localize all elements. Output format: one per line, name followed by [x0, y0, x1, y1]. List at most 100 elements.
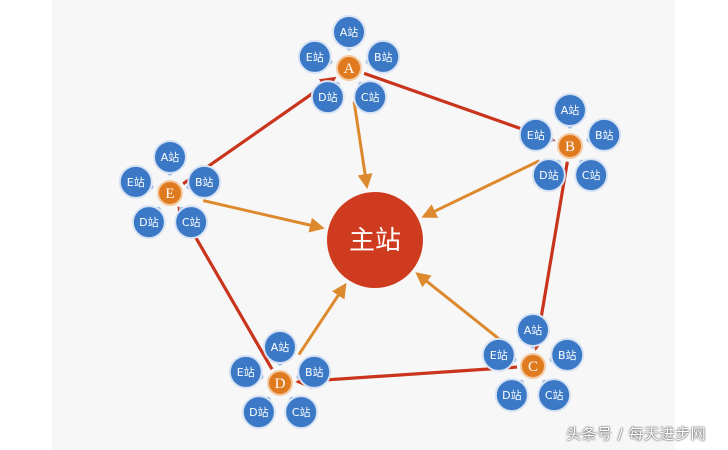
spoke-arrow-c: [415, 272, 508, 346]
sub-site-node: A站: [332, 15, 366, 49]
hub-a-circle: [336, 55, 362, 81]
cluster-d: A站 B站 C站 D站 E站 D: [228, 330, 332, 430]
hub-b-circle: [557, 133, 583, 159]
sub-site-node: C站: [284, 395, 319, 430]
sub-site-circle: [284, 395, 319, 430]
sub-site-node: D站: [310, 80, 345, 115]
main-site-label: 主站: [349, 226, 401, 256]
sub-site-label: A站: [271, 340, 290, 354]
sub-site-circle: [366, 39, 401, 74]
sub-site-label: A站: [524, 323, 543, 337]
cluster-layer: A站 B站 C站 D站 E站 A A站 B站 C站 D站 E站 B A站 B站 C站 D站 E站 C A站 B站 C站 D…: [118, 15, 622, 430]
sub-site-node: C站: [537, 378, 572, 413]
cluster-a: A站 B站 C站 D站 E站 A: [297, 15, 401, 115]
sub-site-node: E站: [297, 39, 332, 74]
sub-site-label: B站: [558, 348, 577, 362]
sub-site-label: E站: [237, 365, 255, 379]
ring-arrow-c-d: [295, 365, 518, 389]
sub-site-circle: [297, 354, 332, 389]
ring-arrow-a-b: [363, 71, 556, 144]
sub-site-circle: [516, 313, 550, 347]
cluster-e: A站 B站 C站 D站 E站 E: [118, 140, 222, 240]
sub-site-node: D站: [241, 395, 276, 430]
main-site-circle: [327, 192, 423, 288]
sub-site-label: E站: [306, 50, 324, 64]
sub-site-node: D站: [131, 205, 166, 240]
sub-site-node: A站: [153, 140, 187, 174]
cluster-b: A站 B站 C站 D站 E站 B: [518, 93, 622, 193]
sub-site-label: C站: [545, 388, 564, 402]
hub-d-label: D: [275, 376, 286, 392]
sub-site-circle: [153, 140, 187, 174]
sub-site-label: D站: [139, 215, 158, 229]
sub-site-circle: [263, 330, 297, 364]
sub-site-circle: [131, 205, 166, 240]
sub-site-label: D站: [318, 90, 337, 104]
hub-c-circle: [520, 353, 546, 379]
sub-site-label: E站: [490, 348, 508, 362]
sub-site-node: A站: [553, 93, 587, 127]
sub-site-label: C站: [582, 168, 601, 182]
spoke-arrow-e: [202, 199, 325, 233]
sub-site-circle: [537, 378, 572, 413]
sub-site-node: C站: [353, 80, 388, 115]
sub-site-node: E站: [518, 117, 553, 152]
sub-site-node: C站: [174, 205, 209, 240]
sub-site-label: A站: [340, 25, 359, 39]
sub-site-circle: [531, 158, 566, 193]
sub-site-circle: [310, 80, 345, 115]
sub-site-label: D站: [502, 388, 521, 402]
sub-site-circle: [494, 378, 529, 413]
sub-site-label: B站: [374, 50, 393, 64]
sub-site-circle: [297, 39, 332, 74]
sub-site-node: B站: [187, 164, 222, 199]
spoke-arrow-d: [297, 282, 347, 356]
sub-site-node: E站: [228, 354, 263, 389]
sub-site-node: E站: [118, 164, 153, 199]
sub-site-label: C站: [361, 90, 380, 104]
sub-site-circle: [174, 205, 209, 240]
sub-site-label: A站: [561, 103, 580, 117]
sub-site-label: B站: [195, 175, 214, 189]
sub-site-node: C站: [574, 158, 609, 193]
watermark: 头条号 / 每天进步网: [566, 425, 707, 443]
hub-a-label: A: [344, 61, 355, 77]
sub-site-node: B站: [297, 354, 332, 389]
sub-site-label: B站: [305, 365, 324, 379]
sub-site-node: B站: [550, 337, 585, 372]
spoke-arrow-b: [421, 159, 541, 218]
main-site-layer: 主站: [327, 192, 423, 288]
sub-site-node: A站: [516, 313, 550, 347]
sub-site-node: B站: [366, 39, 401, 74]
sub-site-node: B站: [587, 117, 622, 152]
sub-site-circle: [118, 164, 153, 199]
sub-site-label: C站: [182, 215, 201, 229]
sub-site-node: A站: [263, 330, 297, 364]
sub-site-label: E站: [127, 175, 145, 189]
sub-site-circle: [553, 93, 587, 127]
sub-site-circle: [574, 158, 609, 193]
sub-site-circle: [481, 337, 516, 372]
sub-site-label: B站: [595, 128, 614, 142]
sub-site-circle: [518, 117, 553, 152]
sub-site-circle: [353, 80, 388, 115]
sub-site-label: A站: [161, 150, 180, 164]
hub-e-circle: [157, 180, 183, 206]
hub-b-label: B: [565, 139, 575, 155]
sub-site-label: D站: [539, 168, 558, 182]
sub-site-label: D站: [249, 405, 268, 419]
sub-site-circle: [332, 15, 366, 49]
hub-c-label: C: [528, 359, 538, 375]
sub-site-circle: [228, 354, 263, 389]
sub-site-circle: [550, 337, 585, 372]
hub-d-circle: [267, 370, 293, 396]
sub-site-circle: [587, 117, 622, 152]
hub-e-label: E: [165, 186, 174, 202]
sub-site-circle: [241, 395, 276, 430]
cluster-c: A站 B站 C站 D站 E站 C: [481, 313, 585, 413]
sub-site-circle: [187, 164, 222, 199]
sub-site-label: C站: [292, 405, 311, 419]
sub-site-label: E站: [527, 128, 545, 142]
sub-site-node: E站: [481, 337, 516, 372]
